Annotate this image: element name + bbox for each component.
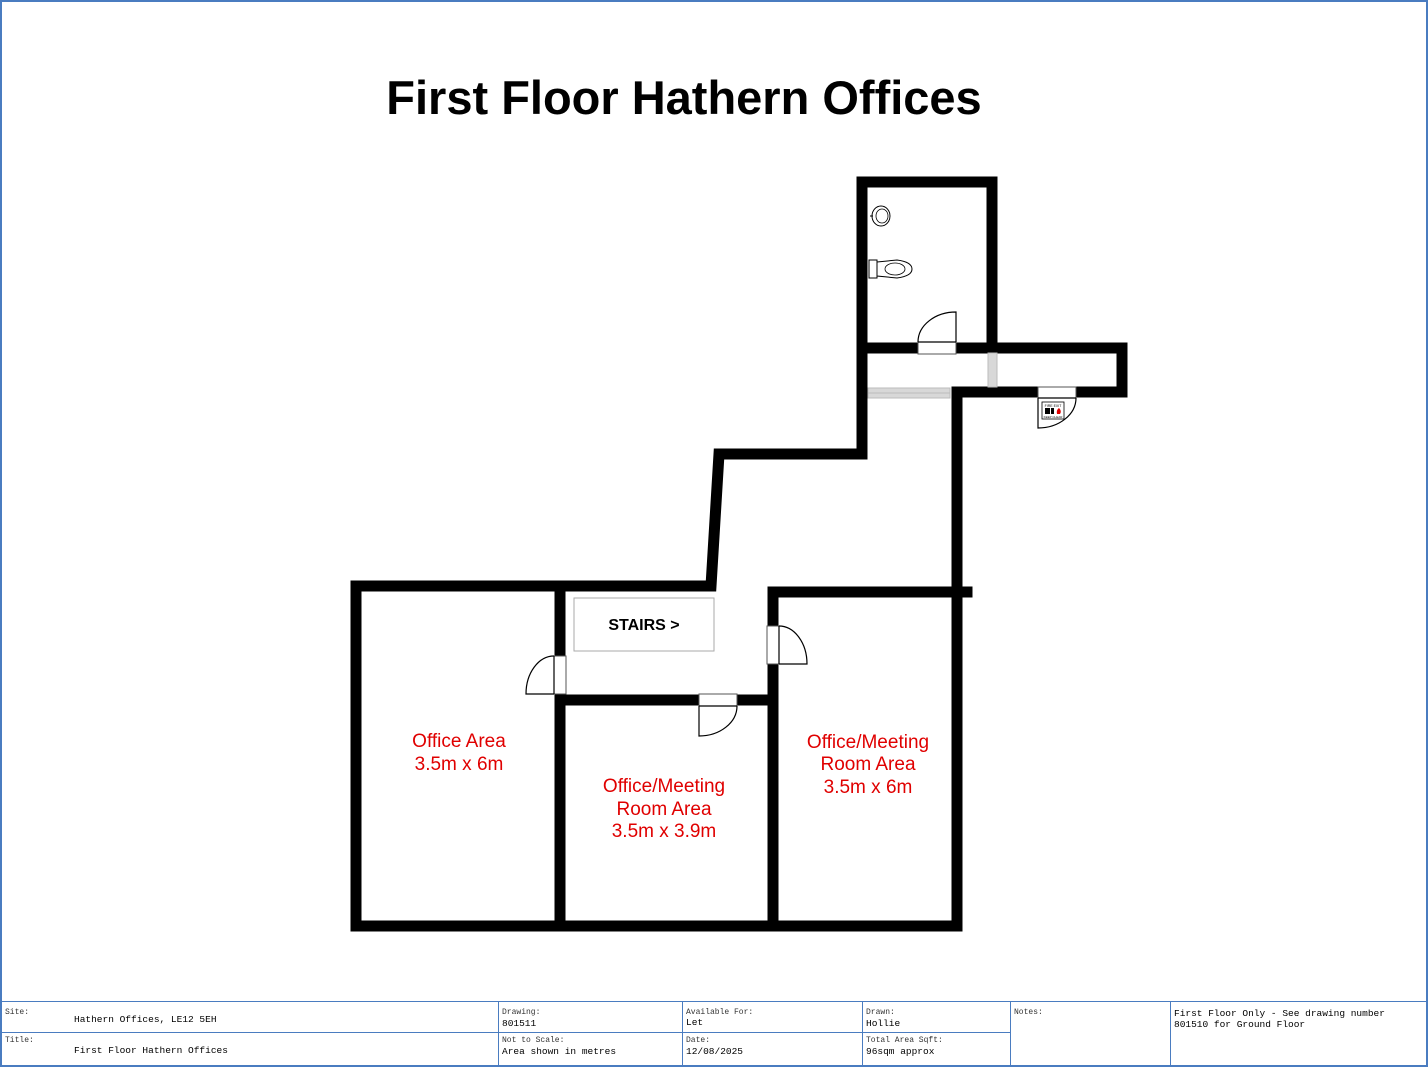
scale-label: Not to Scale: (502, 1036, 565, 1045)
svg-text:Room Area: Room Area (616, 799, 711, 820)
washbasin-icon (870, 205, 891, 227)
title-block: Site: Hathern Offices, LE12 5EH Title: F… (2, 1001, 1426, 1065)
site-value: Hathern Offices, LE12 5EH (74, 1014, 217, 1025)
notes-label: Notes: (1014, 1008, 1043, 1017)
drawing-label: Drawing: (502, 1008, 541, 1017)
notes-line-1: First Floor Only - See drawing number (1174, 1008, 1385, 1019)
svg-text:3.5m x 6m: 3.5m x 6m (824, 777, 913, 798)
door-meeting-room-large (766, 625, 808, 665)
svg-text:Room Area: Room Area (820, 754, 915, 775)
room-meeting-small-label: Office/Meeting Room Area 3.5m x 3.9m (603, 776, 725, 842)
toilet-icon (868, 259, 913, 279)
exterior-walls (350, 176, 1128, 932)
stairs-label: STAIRS > (608, 617, 679, 634)
scale-value: Area shown in metres (502, 1046, 617, 1057)
available-label: Available For: (686, 1008, 754, 1017)
page-title: First Floor Hathern Offices (386, 71, 982, 124)
svg-text:3.5m x 6m: 3.5m x 6m (415, 754, 504, 775)
svg-text:Office/Meeting: Office/Meeting (807, 732, 929, 753)
svg-text:Office Area: Office Area (412, 731, 506, 752)
door-wc (917, 311, 957, 355)
date-label: Date: (686, 1036, 711, 1045)
stairs (573, 597, 715, 652)
door-meeting-room-small (698, 693, 738, 737)
drawn-label: Drawn: (866, 1008, 895, 1017)
site-label: Site: (5, 1008, 30, 1017)
notes-line-2: 801510 for Ground Floor (1174, 1019, 1306, 1030)
area-label: Total Area Sqft: (866, 1036, 943, 1045)
svg-text:KEEP CLEAR: KEEP CLEAR (1044, 415, 1064, 419)
title-label: Title: (5, 1036, 34, 1045)
corridor-thresholds (867, 352, 998, 399)
area-value: 96sqm approx (866, 1046, 935, 1057)
title-block-divider (2, 1032, 1010, 1033)
drawing-value: 801511 (502, 1018, 537, 1029)
room-office-area-label: Office Area 3.5m x 6m (412, 731, 506, 775)
date-value: 12/08/2025 (686, 1046, 744, 1057)
svg-text:3.5m x 3.9m: 3.5m x 3.9m (612, 821, 717, 842)
floor-plan: STAIRS > FIRE E (350, 176, 1128, 932)
svg-text:Office/Meeting: Office/Meeting (603, 776, 725, 797)
drawn-value: Hollie (866, 1018, 901, 1029)
room-meeting-large-label: Office/Meeting Room Area 3.5m x 6m (807, 732, 929, 798)
door-fire-exit (1037, 386, 1077, 429)
door-office-area (525, 655, 567, 695)
title-value: First Floor Hathern Offices (74, 1045, 228, 1056)
fire-exit-sign-icon: FIRE EXIT KEEP CLEAR (1041, 401, 1065, 420)
svg-text:FIRE EXIT: FIRE EXIT (1045, 404, 1063, 408)
available-value: Let (686, 1017, 704, 1028)
